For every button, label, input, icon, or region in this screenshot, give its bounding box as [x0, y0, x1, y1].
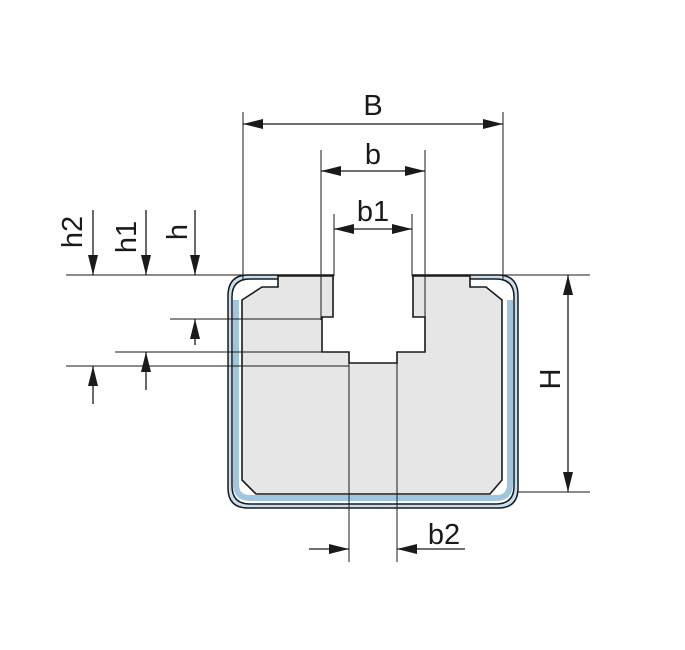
dimension-b1: b1 [334, 196, 412, 234]
dimension-b2: b2 [309, 519, 465, 554]
extension-lines [66, 112, 590, 562]
dimension-B: B [243, 90, 503, 129]
outer-profile-inner-wall [233, 300, 513, 501]
label-b2: b2 [428, 519, 460, 551]
insert-body [241, 275, 503, 495]
dimension-h1: h1 [111, 210, 151, 390]
dimension-H: H [535, 275, 573, 492]
dimension-h2: h2 [57, 210, 98, 404]
label-B: B [363, 90, 382, 122]
label-H: H [535, 369, 567, 390]
dimension-b: b [321, 139, 425, 176]
dimension-h: h [162, 210, 200, 345]
label-h2: h2 [57, 216, 89, 248]
label-h: h [162, 224, 194, 240]
label-b1: b1 [357, 196, 389, 228]
label-b: b [365, 139, 381, 171]
label-h1: h1 [111, 221, 143, 253]
